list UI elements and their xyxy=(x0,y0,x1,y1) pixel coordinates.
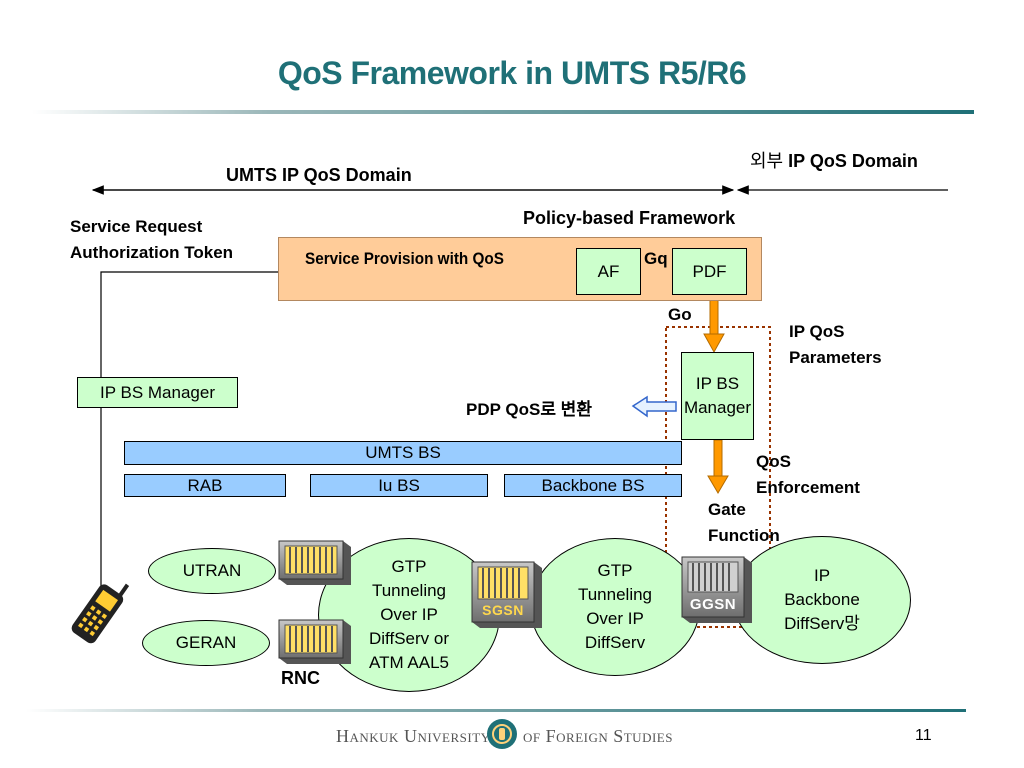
gtp2-line2: Tunneling xyxy=(577,585,653,604)
external-domain-text: IP QoS Domain xyxy=(788,151,918,171)
ip-bs-manager-right-line1: IP BS xyxy=(695,374,740,393)
sgsn-label: SGSN xyxy=(482,602,524,618)
rnc-lower-icon xyxy=(278,619,351,664)
geran-node[interactable]: GERAN xyxy=(142,620,270,666)
utran-node[interactable]: UTRAN xyxy=(148,548,276,594)
sgsn-icon xyxy=(471,561,542,628)
ip-backbone-line3: DiffServ망 xyxy=(784,614,860,633)
gtp1-line2: Tunneling xyxy=(371,581,447,600)
authorization-token-label: Authorization Token xyxy=(70,243,234,262)
gtp2-line3: Over IP xyxy=(586,609,644,628)
pdp-conversion-arrow xyxy=(631,395,677,418)
footer-university-right: of Foreign Studies xyxy=(523,726,673,746)
pdf-box[interactable]: PDF xyxy=(672,248,747,295)
ip-bs-manager-right[interactable]: IP BS Manager xyxy=(681,352,754,440)
footer-university-left: Hankuk University xyxy=(336,726,491,746)
gtp1-line4: DiffServ or xyxy=(369,629,449,648)
ip-bs-manager-left[interactable]: IP BS Manager xyxy=(77,377,238,408)
gate-function-line2: Function xyxy=(708,526,780,545)
top-rule xyxy=(32,110,974,114)
ip-backbone-line1: IP xyxy=(813,566,831,585)
ggsn-label: GGSN xyxy=(689,596,737,613)
gtp2-line4: DiffServ xyxy=(584,633,646,652)
pdp-conversion-label: PDP QoS로 변환 xyxy=(466,400,592,419)
go-label: Go xyxy=(668,305,692,324)
gtp2-line1: GTP xyxy=(597,561,633,580)
enforcement-arrow xyxy=(707,439,729,494)
af-box[interactable]: AF xyxy=(576,248,641,295)
service-request-label: Service Request xyxy=(70,217,203,236)
service-provision-label: Service Provision with QoS xyxy=(305,249,504,268)
ip-backbone-line2: Backbone xyxy=(784,590,860,609)
gate-function-line1: Gate xyxy=(708,500,746,519)
ip-backbone-node[interactable]: IP Backbone DiffServ망 xyxy=(733,536,911,664)
gq-label: Gq xyxy=(644,249,668,268)
gtp1-line3: Over IP xyxy=(380,605,438,624)
qos-enforcement-line2: Enforcement xyxy=(756,478,860,497)
ggsn-icon xyxy=(681,556,752,623)
backbone-bs-bar[interactable]: Backbone BS xyxy=(504,474,682,497)
ip-qos-parameters-line2: Parameters xyxy=(789,348,882,367)
qos-enforcement-line1: QoS xyxy=(756,452,791,471)
rab-bar[interactable]: RAB xyxy=(124,474,286,497)
external-domain-prefix: 외부 xyxy=(750,151,784,171)
ip-qos-parameters-line1: IP QoS xyxy=(789,322,845,341)
rnc-upper-icon xyxy=(278,540,351,585)
slide-title: QoS Framework in UMTS R5/R6 xyxy=(277,55,747,91)
page-number: 11 xyxy=(915,727,932,744)
umts-domain-label: UMTS IP QoS Domain xyxy=(226,165,412,185)
umts-bs-bar[interactable]: UMTS BS xyxy=(124,441,682,465)
gtp1-line5: ATM AAL5 xyxy=(369,653,449,672)
policy-framework-label: Policy-based Framework xyxy=(523,208,736,228)
enforcement-boundary xyxy=(665,326,771,628)
mobile-phone-icon xyxy=(71,583,130,644)
ip-bs-manager-right-line2: Manager xyxy=(683,398,752,417)
bottom-rule xyxy=(26,709,966,712)
gtp1-line1: GTP xyxy=(391,557,427,576)
university-seal-icon xyxy=(487,719,517,749)
iu-bs-bar[interactable]: Iu BS xyxy=(310,474,488,497)
rnc-label: RNC xyxy=(281,668,320,688)
external-domain-label: 외부 IP QoS Domain xyxy=(750,148,918,174)
